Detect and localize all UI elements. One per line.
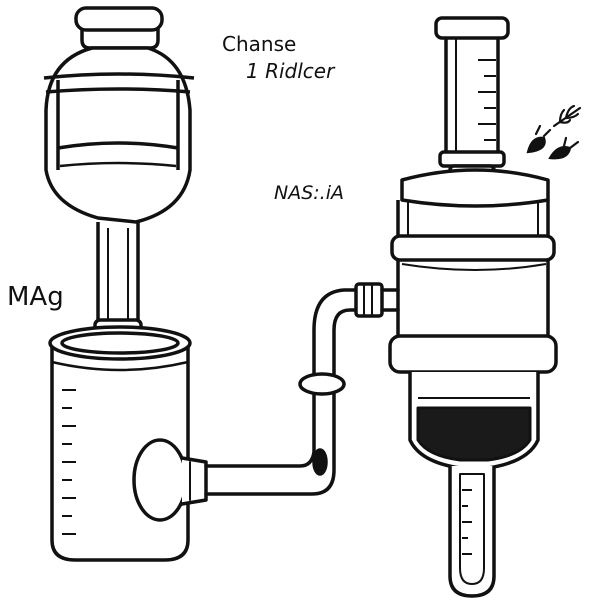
test-tube-ticks bbox=[462, 489, 472, 555]
bottom-test-tube bbox=[448, 466, 496, 598]
top-syringe-rim bbox=[434, 16, 510, 40]
cylinder-body bbox=[396, 200, 550, 340]
right-column-apparatus bbox=[388, 16, 558, 598]
flask-stem bbox=[96, 222, 140, 328]
tube-coupling-left bbox=[180, 456, 208, 506]
left-graduated-beaker bbox=[48, 325, 192, 562]
cylinder-top bbox=[400, 168, 550, 208]
syringe-ticks bbox=[478, 59, 496, 141]
flask-band-top bbox=[43, 72, 195, 80]
flask-rim bbox=[74, 6, 164, 32]
top-syringe-body bbox=[444, 38, 500, 160]
tube-inner bbox=[204, 308, 374, 496]
label-top-1: Chanse bbox=[222, 32, 296, 56]
cylinder-lower-ring bbox=[388, 334, 558, 374]
label-left: MAg bbox=[7, 282, 64, 312]
tube-connector-right bbox=[354, 282, 384, 318]
dark-liquid bbox=[416, 406, 532, 462]
top-round-flask bbox=[43, 6, 195, 336]
leaf-sketches bbox=[526, 104, 582, 160]
beaker-graduation-ticks bbox=[62, 389, 76, 535]
leaf-icon bbox=[552, 104, 582, 128]
connecting-tube bbox=[180, 282, 400, 506]
label-middle: NAS:.iA bbox=[274, 182, 344, 204]
tube-drop bbox=[312, 448, 328, 476]
tube-outer bbox=[204, 288, 374, 468]
label-top-2: 1 Ridlcer bbox=[246, 59, 336, 83]
flask-band-bottom bbox=[45, 87, 191, 94]
leaf-icon bbox=[526, 124, 552, 154]
cylinder-band bbox=[390, 234, 556, 262]
tube-collar bbox=[298, 372, 346, 396]
beaker-side-outlet bbox=[132, 438, 188, 522]
leaf-icon bbox=[548, 136, 580, 160]
flask-liquid-line bbox=[57, 141, 179, 150]
